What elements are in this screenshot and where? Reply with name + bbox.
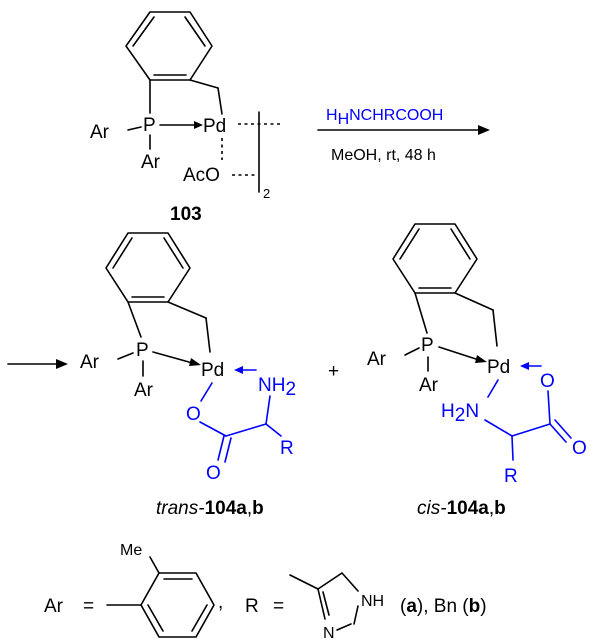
cis-n-ca bbox=[484, 419, 513, 437]
trans-atom-nh2: NH2 bbox=[258, 375, 296, 400]
atom-ar-left: Ar bbox=[90, 122, 110, 143]
p-to-pd-arrowhead bbox=[194, 121, 203, 129]
atom-ar-bottom: Ar bbox=[141, 152, 161, 173]
legend-r-equals: = bbox=[273, 596, 284, 617]
ch2-to-pd-bond bbox=[217, 87, 223, 115]
reactant-benzene-ring bbox=[125, 11, 213, 81]
cis-atom-o-carbonyl: O bbox=[572, 438, 587, 459]
cis-ca-r bbox=[511, 435, 514, 461]
cis-ch2-to-pd bbox=[492, 309, 498, 347]
cis-p-ar-left bbox=[404, 347, 420, 356]
legend-imidazole-ring bbox=[317, 572, 359, 631]
trans-atom-p: P bbox=[136, 340, 149, 361]
legend-ar-equals: = bbox=[83, 596, 94, 617]
legend-r-label: R bbox=[245, 596, 259, 617]
cis-o-pd-arrowhead bbox=[520, 362, 529, 370]
cis-atom-o: O bbox=[540, 371, 555, 392]
legend-me-label: Me bbox=[120, 542, 142, 559]
cis-c-o bbox=[547, 390, 551, 425]
cis-atom-h2n: H2N bbox=[441, 401, 479, 426]
cis-p-pd-dative bbox=[438, 346, 483, 362]
trans-ring-to-p bbox=[127, 301, 142, 338]
trans-compound-label: trans-104a,b bbox=[156, 498, 264, 519]
legend-ar-label: Ar bbox=[44, 596, 64, 617]
trans-c-o-double-1 bbox=[217, 435, 225, 461]
cis-atom-r: R bbox=[504, 466, 518, 487]
trans-benzene-ring bbox=[105, 232, 191, 303]
legend-r-options: (a), Bn (b) bbox=[400, 596, 487, 617]
conditions-label: MeOH, rt, 48 h bbox=[331, 147, 436, 164]
trans-ca-r bbox=[265, 423, 282, 437]
trans-atom-o-carbonyl: O bbox=[206, 463, 221, 484]
trans-ch2-to-pd bbox=[205, 317, 211, 353]
cis-c-o-double-2 bbox=[554, 419, 572, 439]
reagent-label: HHNCHRCOOH bbox=[326, 107, 443, 128]
cis-product: P Ar Ar Pd O H2N O R cis-104a,b bbox=[367, 223, 587, 519]
legend-imidazole-nh: NH bbox=[361, 593, 384, 610]
atom-pd: Pd bbox=[203, 116, 226, 137]
trans-atom-ar-left: Ar bbox=[80, 352, 100, 373]
trans-atom-r: R bbox=[280, 438, 294, 459]
cis-benzene-ring bbox=[392, 223, 478, 294]
trans-p-pd-dative bbox=[152, 351, 197, 365]
trans-ca-n bbox=[265, 395, 271, 425]
legend-imidazole-n: N bbox=[323, 625, 335, 642]
cis-ring-to-p bbox=[414, 292, 428, 334]
p-ar-left-bond bbox=[127, 126, 142, 131]
trans-o-c bbox=[199, 421, 227, 437]
cis-atom-ar-bottom: Ar bbox=[419, 375, 439, 396]
trans-c-o-double-2 bbox=[224, 437, 232, 463]
legend-comma: , bbox=[218, 592, 223, 613]
reaction-arrow: HHNCHRCOOH MeOH, rt, 48 h bbox=[317, 107, 490, 164]
reactant-103: P Ar Ar Pd AcO 2 103 bbox=[90, 11, 282, 225]
trans-ring-to-ch2 bbox=[167, 301, 207, 319]
cis-c-o-double-1 bbox=[549, 423, 567, 443]
cis-p-pd-arrowhead bbox=[475, 355, 487, 363]
cis-compound-label: cis-104a,b bbox=[417, 498, 506, 519]
continuation-arrowhead bbox=[56, 359, 68, 369]
atom-p: P bbox=[143, 115, 156, 136]
cis-pd-n bbox=[487, 379, 499, 398]
legend-me-bond bbox=[149, 556, 160, 574]
ring-to-ch2-bond bbox=[189, 79, 219, 89]
cis-atom-p: P bbox=[421, 335, 434, 356]
trans-p-ar-left bbox=[117, 352, 134, 360]
plus-sign: + bbox=[328, 361, 339, 382]
trans-n-pd-arrowhead bbox=[234, 366, 243, 374]
trans-pd-o bbox=[200, 382, 213, 402]
trans-atom-pd: Pd bbox=[201, 360, 224, 381]
legend-tolyl-ring bbox=[140, 572, 215, 638]
legend-imidazole-methyl-bond bbox=[289, 574, 319, 590]
compound-103-label: 103 bbox=[170, 204, 202, 225]
dimer-subscript: 2 bbox=[263, 186, 270, 201]
trans-c-ca bbox=[225, 423, 267, 437]
cis-atom-ar-left: Ar bbox=[367, 349, 387, 370]
cis-ca-c bbox=[511, 423, 551, 437]
trans-atom-ar-bottom: Ar bbox=[134, 380, 154, 401]
cis-ring-to-ch2 bbox=[454, 292, 494, 311]
atom-aco: AcO bbox=[183, 165, 220, 186]
trans-p-pd-arrowhead bbox=[189, 358, 201, 366]
trans-product: P Ar Ar Pd NH2 O O R trans-104a,b bbox=[80, 232, 296, 519]
cis-atom-pd: Pd bbox=[487, 357, 510, 378]
trans-atom-o: O bbox=[186, 404, 201, 425]
arrowhead bbox=[478, 125, 490, 135]
legend: Ar = Me , R = NH N (a), Bn (b) bbox=[44, 542, 487, 642]
